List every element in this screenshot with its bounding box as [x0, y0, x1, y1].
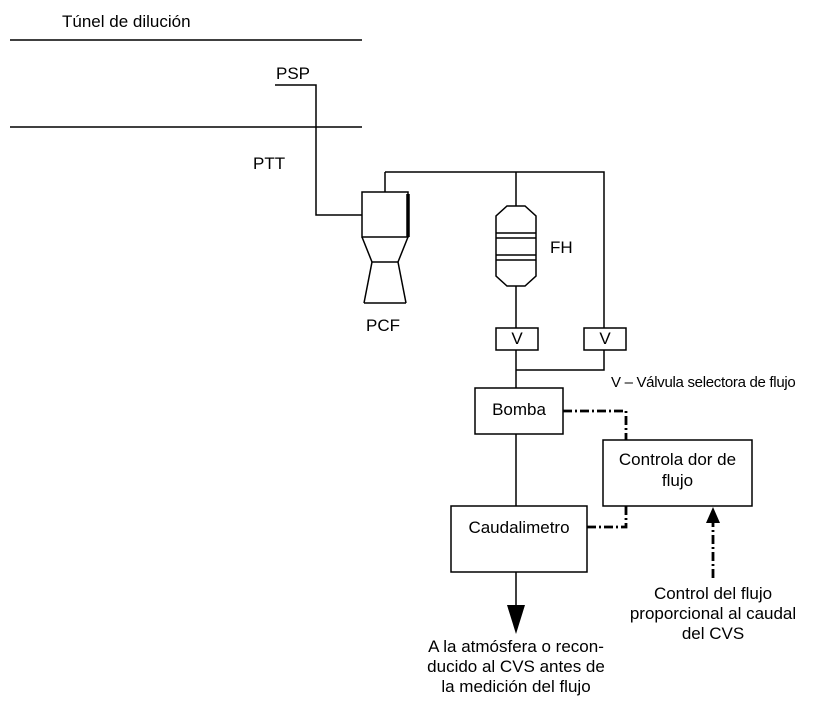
- pcf-preclassifier: [361, 172, 410, 304]
- fh-label: FH: [550, 238, 573, 257]
- ptt-label: PTT: [253, 154, 286, 173]
- bypass-return-line: [516, 350, 605, 371]
- pcf-label: PCF: [366, 316, 400, 335]
- control-note-line-3: del CVS: [681, 624, 745, 643]
- manifold-line: [385, 171, 605, 328]
- psp-label: PSP: [276, 64, 311, 83]
- exhaust-note-line-1: A la atmósfera o recon-: [428, 637, 604, 656]
- pump-label: Bomba: [492, 400, 546, 419]
- pump-control-signal: [563, 409, 628, 440]
- controller-label-line-2: flujo: [661, 471, 694, 490]
- tunnel-label: Túnel de dilución: [62, 12, 191, 31]
- controller-label-line-1: Controla dor de: [618, 450, 737, 469]
- exhaust-note: A la atmósfera o recon- ducido al CVS an…: [376, 637, 656, 697]
- valve-legend: V – Válvula selectora de flujo: [611, 374, 796, 391]
- control-note-line-1: Control del flujo: [653, 584, 773, 603]
- valve-left: [495, 327, 539, 351]
- valve-left-label: V: [511, 329, 523, 348]
- exhaust-note-line-2: ducido al CVS antes de: [427, 657, 605, 676]
- control-note: Control del flujo proporcional al caudal…: [610, 584, 816, 644]
- psp-probe-line: [275, 84, 362, 216]
- fh-filter-holder: [495, 205, 537, 328]
- valve-right: [583, 327, 627, 351]
- flowmeter-box: [450, 505, 588, 573]
- control-note-line-2: proporcional al caudal: [629, 604, 797, 623]
- exhaust-arrowhead: [507, 605, 525, 634]
- valve-right-label: V: [599, 329, 611, 348]
- pump-box: [474, 387, 564, 435]
- external-control-arrowhead: [706, 507, 720, 523]
- exhaust-note-line-3: la medición del flujo: [441, 677, 591, 696]
- flowmeter-label: Caudalimetro: [468, 518, 570, 537]
- flowmeter-control-signal: [587, 506, 628, 529]
- controller-box: [602, 439, 753, 507]
